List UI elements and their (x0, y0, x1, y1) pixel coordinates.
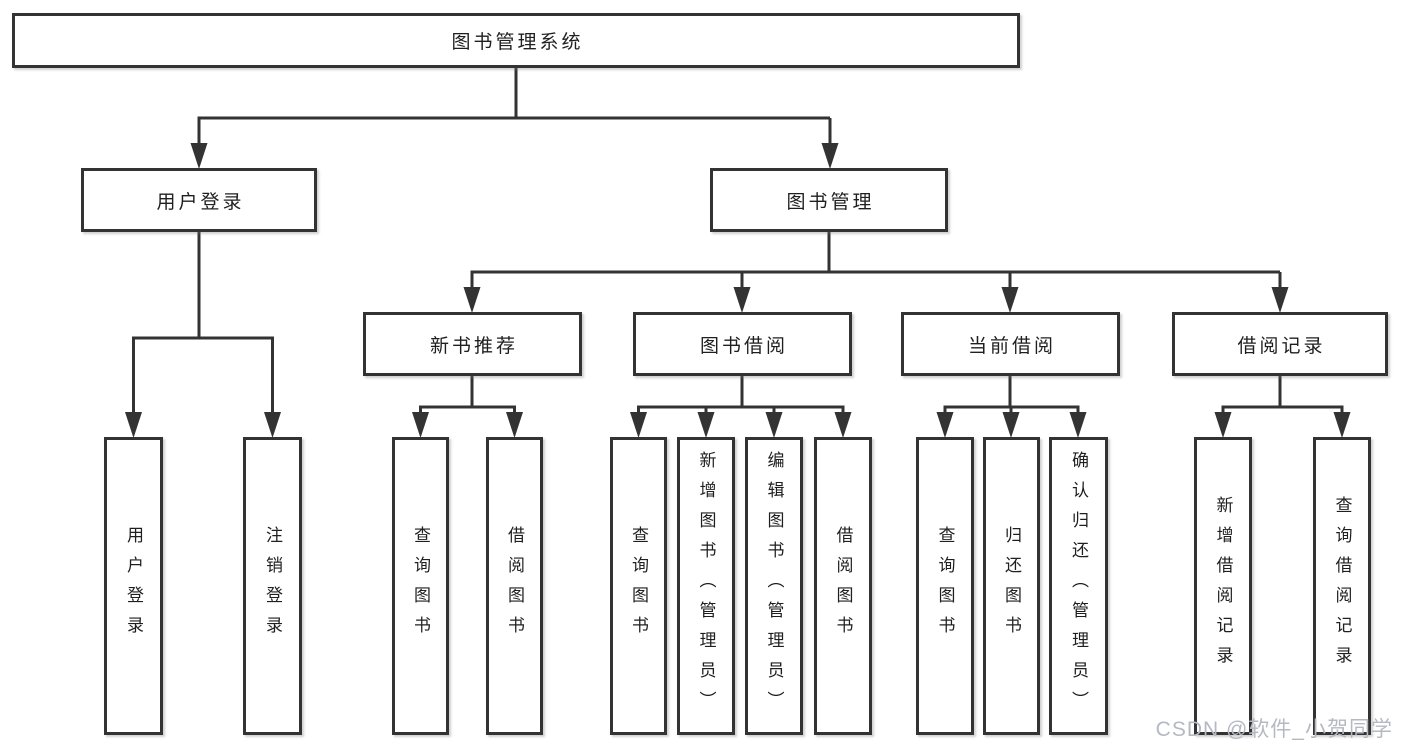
leaf-br-query-record: 查询借阅记录 (1313, 437, 1371, 735)
leaf-br-add-record: 新增借阅记录 (1194, 437, 1252, 735)
leaf-cb-confirm-return-admin: 确认归还（管理员） (1049, 437, 1108, 735)
root-box: 图书管理系统 (12, 13, 1020, 68)
node-user-login-label: 用户登录 (156, 191, 245, 213)
leaf-bb-edit-books-admin: 编辑图书（管理员） (745, 437, 803, 735)
node-new-book-recommendation-label: 新书推荐 (429, 335, 518, 357)
leaf-bb-query-books-label: 查询图书 (629, 526, 648, 646)
csdn-watermark: CSDN @软件_小贺同学 (1155, 718, 1393, 741)
leaf-br-query-record-label: 查询借阅记录 (1332, 496, 1352, 676)
leaf-nb-borrow-books-label: 借阅图书 (505, 526, 524, 646)
leaf-cb-return-books: 归还图书 (983, 437, 1040, 735)
leaf-bb-add-books-admin: 新增图书（管理员） (677, 437, 735, 735)
leaf-nb-query-books: 查询图书 (392, 437, 449, 735)
node-book-management-label: 图书管理 (786, 191, 875, 213)
leaf-br-add-record-label: 新增借阅记录 (1213, 496, 1233, 676)
leaf-cb-return-books-label: 归还图书 (1002, 526, 1021, 646)
leaf-bb-borrow-books: 借阅图书 (814, 437, 872, 735)
leaf-bb-edit-books-admin-label: 编辑图书（管理员） (764, 451, 784, 721)
leaf-user-login-label: 用户登录 (124, 526, 143, 646)
node-current-borrowing-label: 当前借阅 (967, 335, 1056, 357)
node-new-book-recommendation: 新书推荐 (363, 312, 582, 376)
node-current-borrowing: 当前借阅 (901, 312, 1120, 376)
root-label: 图书管理系统 (451, 32, 584, 53)
leaf-nb-query-books-label: 查询图书 (411, 526, 430, 646)
node-book-borrowing: 图书借阅 (633, 312, 852, 376)
leaf-nb-borrow-books: 借阅图书 (486, 437, 543, 735)
node-book-management: 图书管理 (710, 168, 948, 232)
leaf-bb-borrow-books-label: 借阅图书 (833, 526, 853, 646)
leaf-user-login: 用户登录 (104, 437, 163, 735)
leaf-logout-label: 注销登录 (263, 526, 282, 646)
leaf-logout: 注销登录 (243, 437, 302, 735)
leaf-cb-confirm-return-admin-label: 确认归还（管理员） (1069, 451, 1088, 721)
node-borrowing-records: 借阅记录 (1172, 312, 1388, 376)
node-book-borrowing-label: 图书借阅 (699, 335, 788, 357)
node-user-login: 用户登录 (81, 168, 317, 232)
leaf-bb-add-books-admin-label: 新增图书（管理员） (696, 451, 716, 721)
node-borrowing-records-label: 借阅记录 (1237, 335, 1326, 357)
leaf-cb-query-books: 查询图书 (916, 437, 974, 735)
leaf-cb-query-books-label: 查询图书 (935, 526, 955, 646)
leaf-bb-query-books: 查询图书 (610, 437, 667, 735)
